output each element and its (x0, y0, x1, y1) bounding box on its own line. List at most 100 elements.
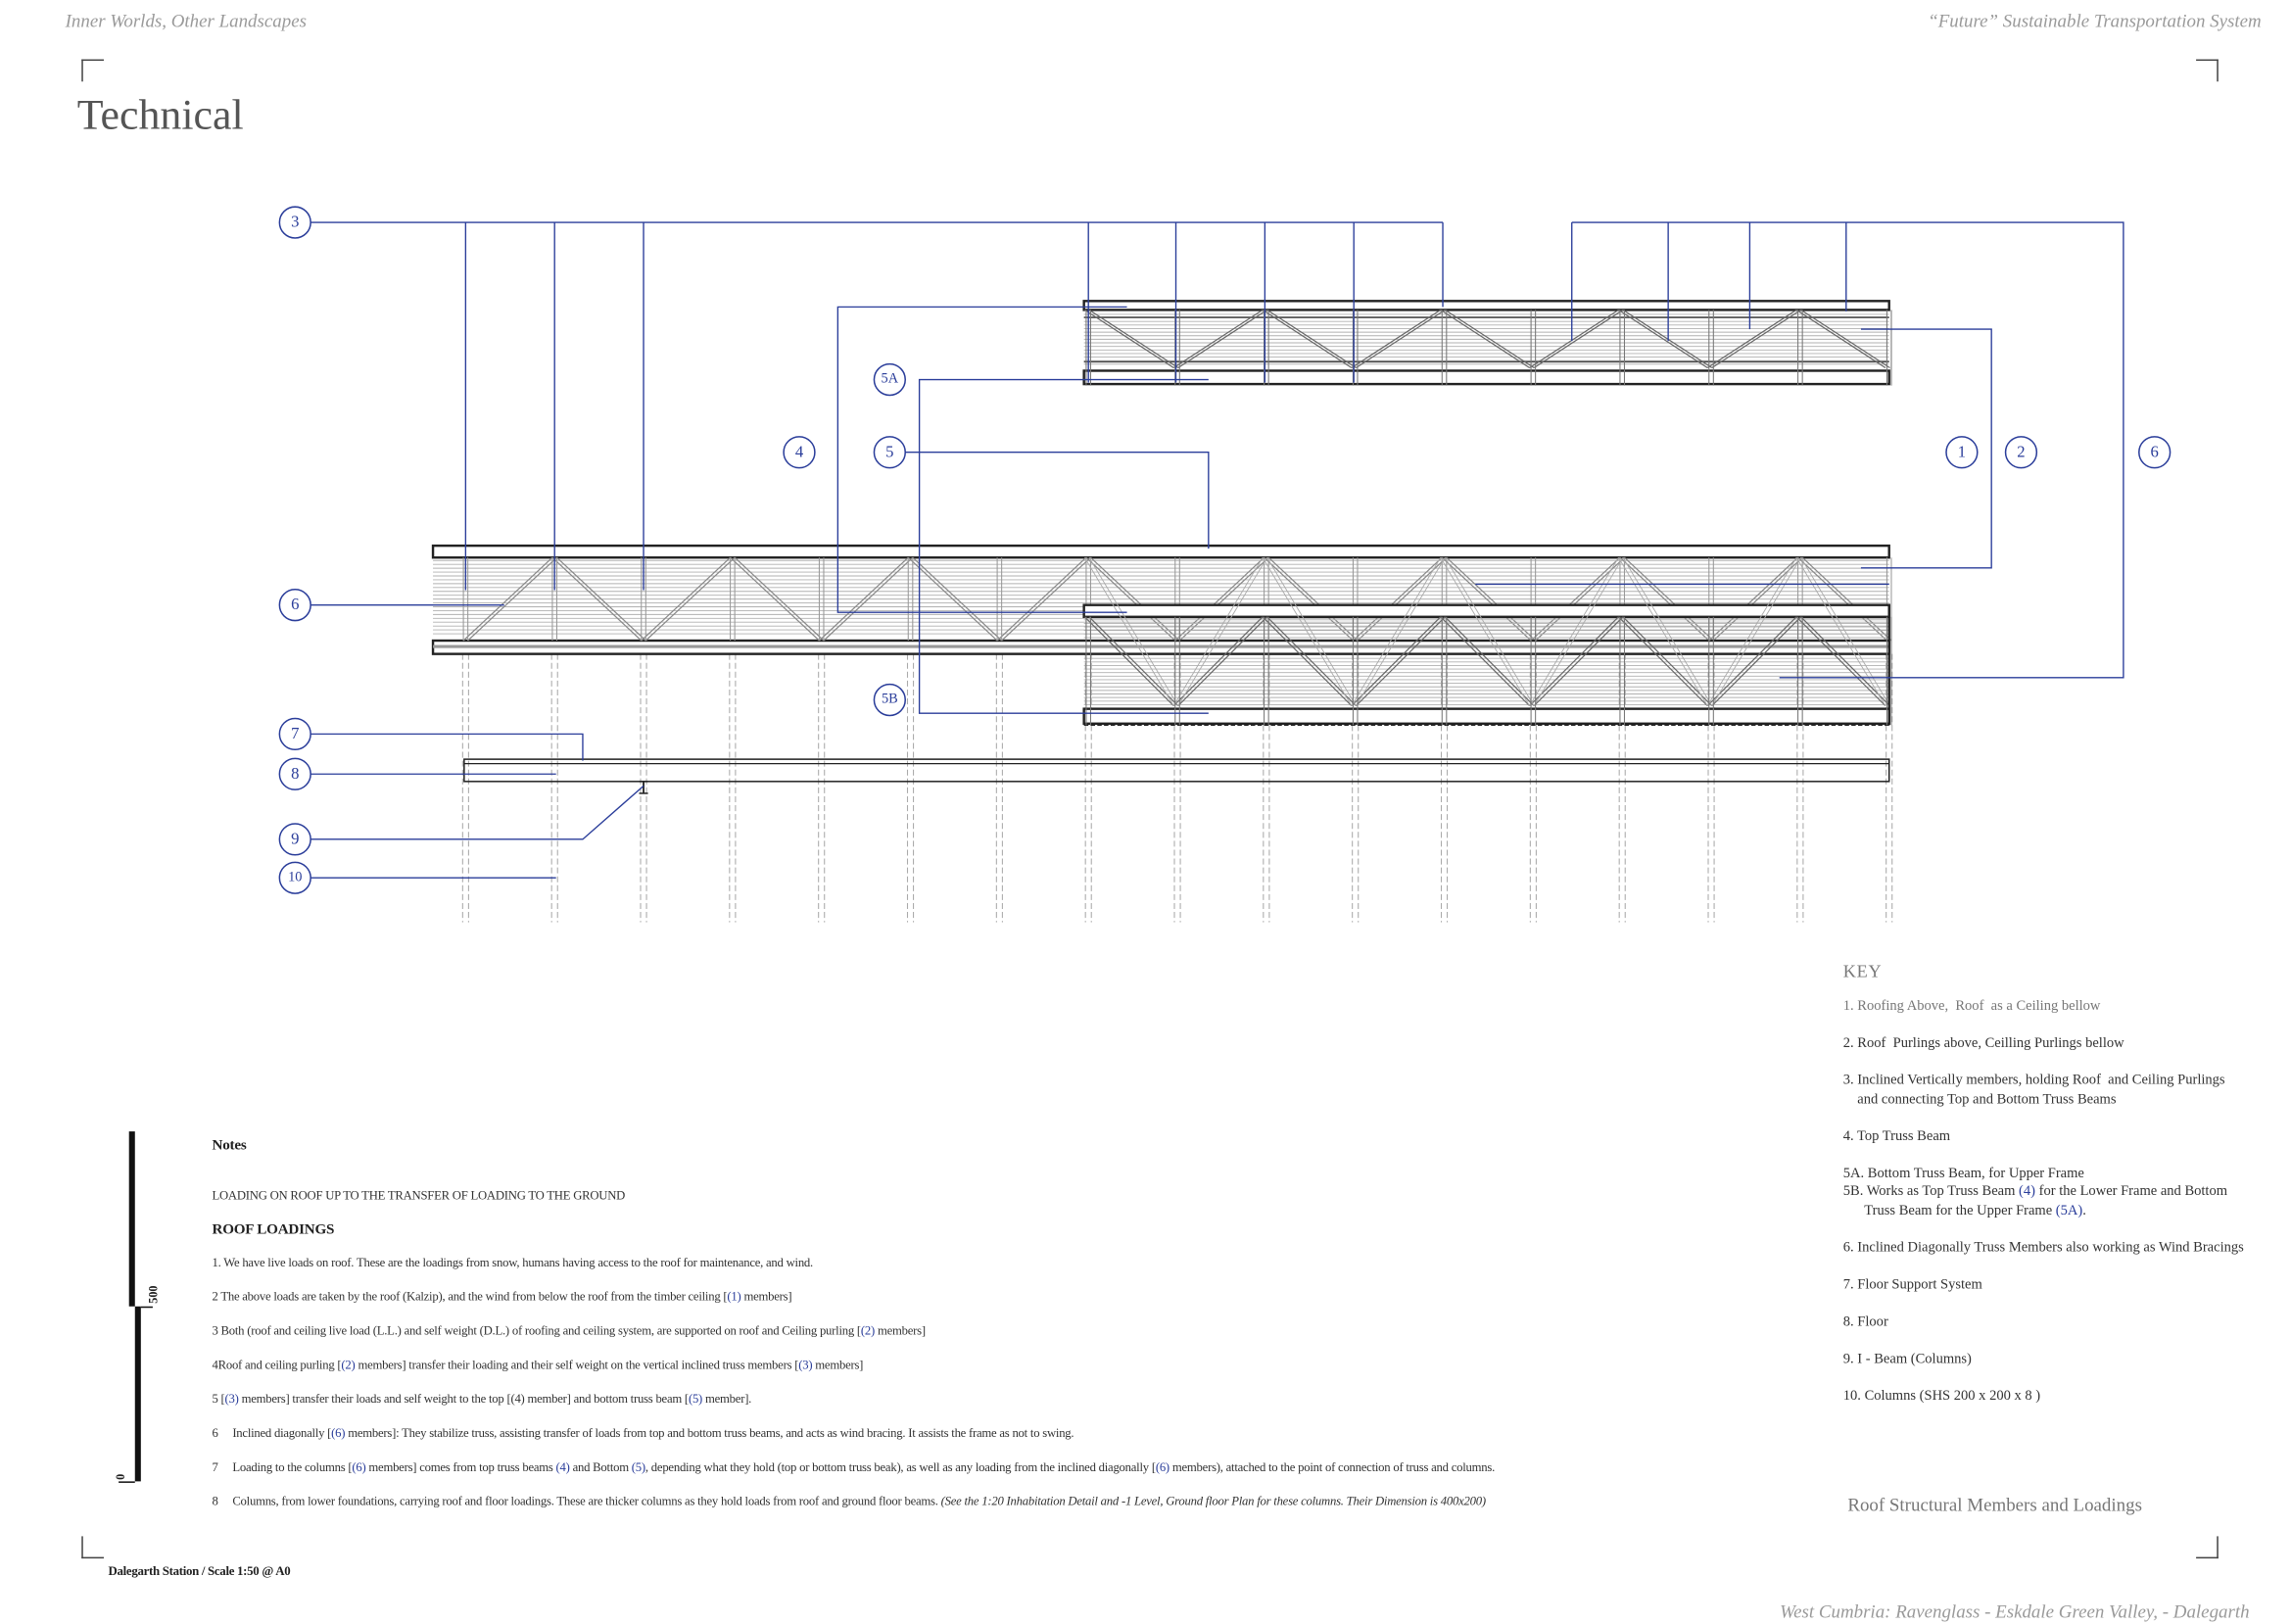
upper-top-truss-beam (1082, 300, 1890, 311)
member-reference: (5) (688, 1392, 703, 1407)
scale-bar-label-500: 500 (146, 1285, 161, 1304)
diagonal-wind-bracing (1800, 556, 1890, 706)
diagonal-truss-member (730, 556, 820, 642)
key-item-line: 6. Inclined Diagonally Truss Members als… (1843, 1239, 2244, 1258)
page-title: Technical (76, 91, 244, 140)
diagonal-wind-bracing (1706, 616, 1797, 707)
key-item: 6. Inclined Diagonally Truss Members als… (1843, 1239, 2244, 1258)
text-segment: members), attached to the point of conne… (1169, 1460, 1496, 1474)
note-item: 7 Loading to the columns [(6) members] c… (212, 1459, 1495, 1494)
text-segment: members] (740, 1290, 792, 1304)
diagonal-truss-member (996, 556, 1087, 642)
key-item-line: 10. Columns (SHS 200 x 200 x 8 ) (1843, 1387, 2244, 1406)
callout-6-left: 6 (278, 589, 311, 622)
scale-bar-tick-500 (140, 1306, 153, 1309)
diagonal-truss-member (912, 556, 1003, 642)
member-reference: (1) (727, 1290, 741, 1304)
text-segment: 5B. Works as Top Truss Beam (1842, 1183, 2020, 1200)
notes-items: 1. We have live loads on roof. These are… (212, 1255, 1495, 1528)
diagonal-wind-bracing (1529, 616, 1619, 707)
diagonal-truss-member (551, 556, 643, 642)
diagonal-truss-member (1088, 309, 1179, 368)
text-segment: members] transfer their loads and self w… (238, 1392, 690, 1407)
diagonal-wind-bracing (1618, 556, 1708, 706)
diagonal-wind-bracing (1266, 616, 1357, 707)
note-item: 5 [(3) members] transfer their loads and… (212, 1391, 1495, 1425)
diagonal-wind-bracing (1440, 616, 1531, 707)
text-segment: and Bottom (569, 1460, 632, 1474)
text-segment: 2 The above loads are taken by the roof … (212, 1290, 728, 1304)
diagonal-wind-bracing (1172, 616, 1264, 707)
crop-mark-bottom-right (2196, 1536, 2219, 1559)
callout-5: 5 (873, 436, 906, 469)
diagonal-wind-bracing (1088, 616, 1179, 707)
key-item-line: 2. Roof Purlings above, Ceilling Purling… (1843, 1035, 2244, 1054)
key-item: 4. Top Truss Beam (1843, 1127, 2244, 1146)
diagonal-wind-bracing (1262, 616, 1353, 707)
floor-slab (463, 758, 1890, 783)
note-item: 8 Columns, from lower foundations, carry… (212, 1493, 1495, 1527)
text-segment: . (2082, 1202, 2086, 1218)
text-segment: 2. Roof Purlings above, Ceilling Purling… (1842, 1034, 2124, 1052)
diagonal-truss-member (1533, 309, 1624, 368)
key-item: 5A. Bottom Truss Beam, for Upper Frame (1843, 1165, 2244, 1183)
bottom-truss-beam-lower (1082, 707, 1890, 725)
text-segment: 7 Loading to the columns [ (212, 1460, 353, 1474)
diagonal-wind-bracing (1444, 616, 1535, 707)
diagonal-wind-bracing (1622, 616, 1713, 707)
diagonal-truss-member (1262, 309, 1353, 368)
key-item-line: and connecting Top and Bottom Truss Beam… (1843, 1090, 2244, 1109)
key-item-line: 7. Floor Support System (1843, 1276, 2244, 1295)
callout-5b: 5B (873, 683, 906, 717)
diagonal-wind-bracing (1356, 556, 1446, 706)
diagonal-truss-member (1795, 309, 1886, 368)
diagonal-wind-bracing (1262, 556, 1353, 706)
text-segment: 10. Columns (SHS 200 x 200 x 8 ) (1842, 1387, 2041, 1404)
diagonal-truss-member (823, 556, 914, 642)
diagonal-truss-member (644, 556, 736, 642)
diagonal-wind-bracing (1440, 556, 1530, 706)
callout-6-right: 6 (2138, 436, 2172, 469)
truss-beam-5b (1082, 603, 1890, 618)
diagonal-truss-member (1800, 309, 1890, 368)
text-segment: , depending what they hold (top or botto… (644, 1460, 1156, 1474)
key-item-line: 9. I - Beam (Columns) (1843, 1350, 2244, 1368)
member-reference: (4) (555, 1460, 570, 1474)
text-segment: members] (812, 1358, 864, 1372)
callout-10: 10 (278, 861, 311, 894)
diagonal-truss-member (1618, 309, 1708, 368)
diagonal-truss-member (1706, 309, 1797, 368)
text-segment: member]. (702, 1392, 752, 1407)
note-item: 3 Both (roof and ceiling live load (L.L.… (212, 1322, 1495, 1357)
key-item-line: 1. Roofing Above, Roof as a Ceiling bell… (1843, 998, 2244, 1017)
notes-heading: Notes (212, 1137, 247, 1154)
diagonal-wind-bracing (1084, 556, 1174, 706)
diagonal-truss-member (1622, 309, 1713, 368)
diagonal-wind-bracing (1177, 616, 1268, 707)
diagonal-wind-bracing (1706, 556, 1797, 706)
text-segment: 5 [ (212, 1392, 225, 1407)
diagonal-truss-member (1001, 556, 1091, 642)
key-item-line: Truss Beam for the Upper Frame (5A). (1843, 1202, 2244, 1220)
member-reference: (2) (860, 1323, 876, 1338)
key-item-line: 5B. Works as Top Truss Beam (4) for the … (1843, 1183, 2244, 1202)
diagonal-wind-bracing (1266, 556, 1357, 706)
key-title: KEY (1842, 961, 1883, 982)
diagonal-truss-member (556, 556, 646, 642)
text-segment: 8. Floor (1842, 1313, 1888, 1330)
key-item: 8. Floor (1843, 1314, 2244, 1332)
member-reference: (6) (331, 1426, 346, 1440)
member-reference: (5A) (2055, 1202, 2083, 1218)
diagonal-wind-bracing (1795, 616, 1886, 707)
leader-1-2 (1860, 328, 1992, 569)
text-segment: members] (875, 1323, 926, 1338)
diagonal-wind-bracing (1083, 616, 1174, 707)
diagonal-truss-member (467, 556, 557, 642)
key-item: 2. Roof Purlings above, Ceilling Purling… (1843, 1035, 2244, 1054)
diagonal-wind-bracing (1356, 616, 1446, 707)
key-item-line: 5A. Bottom Truss Beam, for Upper Frame (1843, 1165, 2244, 1183)
diagonal-wind-bracing (1533, 616, 1624, 707)
diagonal-truss-member (1440, 309, 1530, 368)
key-item: 3. Inclined Vertically members, holding … (1843, 1073, 2244, 1110)
